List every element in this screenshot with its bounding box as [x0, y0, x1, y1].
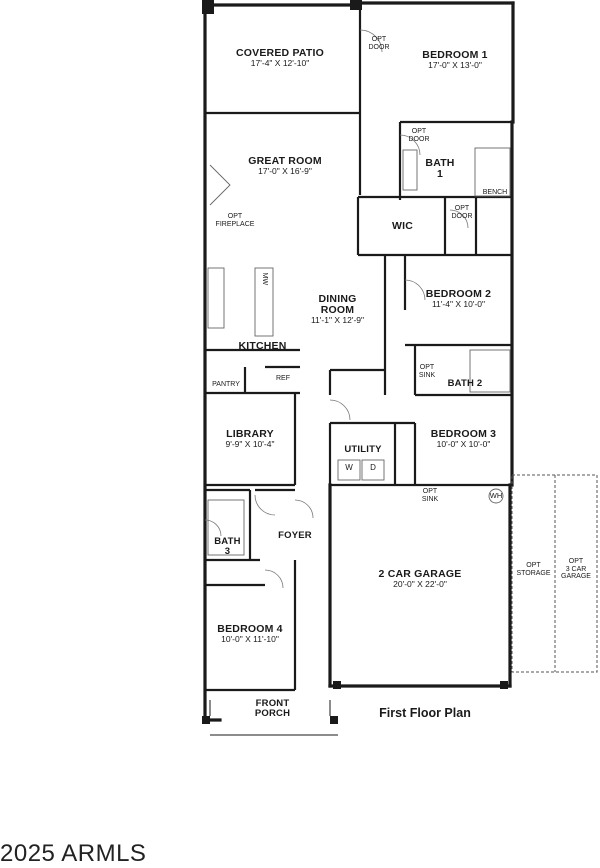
opt-text: OPT — [419, 364, 435, 371]
opt-3car-line3: GARAGE — [561, 573, 591, 581]
dining-room-label: DINING ROOM 11'-1" X 12'-9" — [290, 293, 385, 326]
opt-3car-line1: OPT — [568, 558, 584, 565]
bath1-num: 1 — [436, 168, 444, 181]
bath2-opt-sink: OPT SINK — [416, 364, 438, 379]
covered-patio-label: COVERED PATIO 17'-4" X 12'-10" — [205, 47, 355, 69]
door-swings — [204, 29, 469, 589]
great-room-label: GREAT ROOM 17'-0" X 16'-9" — [205, 155, 365, 177]
bath3-num: 3 — [224, 545, 231, 557]
opt-text: OPT — [227, 213, 243, 220]
door-text: DOOR — [451, 212, 473, 220]
opt-text: OPT — [371, 36, 387, 43]
garage-name: 2 CAR GARAGE — [378, 568, 462, 580]
bedroom3-dims: 10'-0" X 10'-0" — [436, 439, 491, 450]
bedroom1-label: BEDROOM 1 17'-0" X 13'-0" — [400, 49, 510, 71]
garage-dims: 20'-0" X 22'-0" — [393, 579, 447, 590]
bath1-name: BATH — [425, 157, 455, 169]
bath1-opt-door: OPT DOOR — [403, 128, 435, 143]
garage-opt-sink: OPT SINK — [418, 488, 442, 503]
fixtures — [207, 147, 511, 556]
kitchen-label: KITCHEN — [238, 340, 287, 352]
bath1-label: BATH 1 — [420, 157, 460, 181]
washer-label: W — [345, 463, 353, 472]
library-name: LIBRARY — [226, 428, 274, 440]
ref-label: REF — [276, 375, 290, 382]
plan-title: First Floor Plan — [379, 706, 471, 720]
front-porch-line1: FRONT — [255, 698, 290, 709]
sink-text: SINK — [418, 371, 436, 379]
bedroom1-dims: 17'-0" X 13'-0" — [428, 60, 482, 71]
door-text: DOOR — [408, 135, 430, 143]
library-dims: 9'-9" X 10'-4" — [225, 439, 275, 450]
bedroom2-dims: 11'-4" X 10'-0" — [431, 299, 486, 310]
garage-label: 2 CAR GARAGE 20'-0" X 22'-0" — [330, 568, 510, 590]
covered-patio-name: COVERED PATIO — [236, 47, 324, 59]
dryer-label: D — [370, 463, 376, 472]
opt-storage-label: OPT STORAGE — [512, 562, 555, 577]
library-label: LIBRARY 9'-9" X 10'-4" — [205, 428, 295, 450]
foyer-label: FOYER — [278, 530, 312, 541]
utility-label: UTILITY — [344, 444, 382, 455]
door-text: DOOR — [368, 43, 390, 51]
optional-garage-extension — [511, 474, 598, 673]
pantry-label: PANTRY — [212, 381, 240, 388]
opt-text: OPT — [422, 488, 438, 495]
porch-posts — [202, 0, 508, 724]
bedroom2-label: BEDROOM 2 11'-4" X 10'-0" — [405, 288, 512, 310]
interior-walls — [205, 5, 512, 692]
opt-3car-line2: 3 CAR — [565, 565, 587, 573]
great-room-dims: 17'-0" X 16'-9" — [258, 166, 312, 177]
bedroom3-label: BEDROOM 3 10'-0" X 10'-0" — [415, 428, 512, 450]
bedroom1-name: BEDROOM 1 — [422, 49, 488, 61]
exterior-walls — [203, 1, 515, 722]
watermark: 2025 ARMLS — [0, 840, 147, 867]
front-porch-label: FRONT PORCH — [235, 699, 310, 719]
front-porch-line2: PORCH — [254, 707, 291, 719]
opt-storage-line2: STORAGE — [516, 569, 551, 577]
bedroom2-name: BEDROOM 2 — [425, 288, 492, 300]
opt-text: OPT — [411, 128, 427, 135]
wic-label: WIC — [391, 220, 413, 232]
bench-label: BENCH — [482, 189, 508, 196]
dining-name-line1: DINING — [318, 293, 357, 305]
great-room-name: GREAT ROOM — [248, 155, 322, 167]
bedroom3-name: BEDROOM 3 — [430, 428, 497, 440]
dining-name-line2: ROOM — [320, 304, 355, 317]
covered-patio-dims: 17'-4" X 12'-10" — [250, 58, 310, 69]
opt-text: OPT — [454, 205, 470, 212]
fireplace-text: FIREPLACE — [215, 220, 255, 228]
bath2-label: BATH 2 — [447, 378, 483, 389]
opt-storage-line1: OPT — [526, 562, 541, 569]
water-heater-label: WH — [489, 491, 503, 500]
bedroom4-name: BEDROOM 4 — [217, 623, 283, 635]
microwave-label: MW — [260, 272, 268, 286]
dining-dims: 11'-1" X 12'-9" — [310, 315, 365, 326]
bedroom1-opt-door: OPT DOOR — [365, 36, 393, 51]
porch-lines — [209, 700, 338, 736]
sink-text: SINK — [421, 495, 439, 503]
bath3-label: BATH 3 — [205, 537, 250, 557]
bath3-name: BATH — [214, 536, 241, 547]
bedroom4-label: BEDROOM 4 10'-0" X 11'-10" — [205, 623, 295, 645]
wic-opt-door: OPT DOOR — [447, 205, 477, 220]
bedroom4-dims: 10'-0" X 11'-10" — [221, 634, 279, 645]
opt-fireplace-label: OPT FIREPLACE — [210, 213, 260, 228]
opt-3-car-garage-label: OPT 3 CAR GARAGE — [555, 558, 597, 581]
